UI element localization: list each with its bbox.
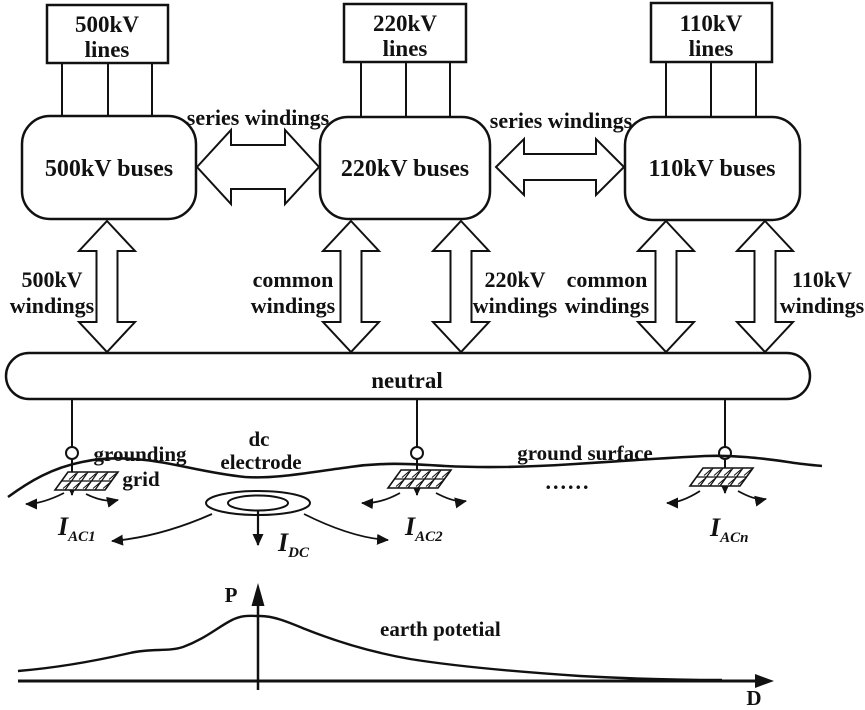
current-arc-grid2-right [435,492,467,509]
current-arc-grid1-right [85,493,119,508]
current-arc-grid3-left [666,490,701,509]
current-iac1-subscript: AC1 [67,529,96,545]
winding-label-common2-line1: common [567,267,648,292]
winding-label-110kv-line2: windings [780,293,865,318]
bus-box-110kv-label: 110kV buses [649,156,776,182]
winding-label-common1-line1: common [253,267,334,292]
lines-box-500kv-label-line1: 500kV [75,12,139,37]
winding-label-common2-line2: windings [565,293,650,318]
grounding-grid-label-line2: grid [122,467,160,491]
bus-box-500kv [20,114,198,221]
series-winding-arrow-220-110 [494,136,626,198]
current-label-idc: IDC [277,528,310,561]
d-axis-arrowhead-icon [755,674,774,688]
lines-box-500kv [45,3,170,65]
winding-label-500kv-line1: 500kV [21,267,82,292]
current-iacn-symbol: I [709,513,721,542]
earth-potential-label: earth potetial [380,617,501,641]
winding-label-220kv-line1: 220kV [484,267,545,292]
ellipsis-label: ...... [546,469,591,494]
ground-surface-label: ground surface [517,441,653,465]
bus-box-220kv [318,115,492,221]
lines-box-500kv-label-line2: lines [85,37,130,62]
earth-potential-curve [17,614,723,682]
series-windings-label-2: series windings [490,108,633,133]
line-connectors-220kv [360,62,451,117]
current-iac1-symbol: I [57,512,69,541]
current-arc-grid2-left [361,492,401,510]
dc-electrode-label-line2: electrode [220,450,301,474]
dc-electrode-inner-ring [227,494,289,512]
lines-box-220kv-label-line1: 220kV [373,11,437,36]
current-arc-grid1-left [25,492,65,510]
winding-label-220kv-line2: windings [473,293,558,318]
series-winding-arrow-500-220 [195,127,321,207]
current-label-iac2: IAC2 [404,512,443,545]
current-iac2-symbol: I [404,512,416,541]
bus-box-220kv-label: 220kV buses [341,156,469,182]
lines-box-110kv-label-line2: lines [689,36,734,61]
lead-terminal-circle-2 [410,446,424,460]
d-axis-label: D [746,686,761,710]
dc-electrode-label-line1: dc [249,427,270,451]
current-arc-grid3-right [737,490,767,507]
line-connectors-110kv [665,62,757,117]
winding-label-110kv-line1: 110kV [792,267,852,292]
current-iac2-subscript: AC2 [414,529,443,545]
current-label-iac1: IAC1 [57,512,96,545]
line-connectors-500kv [61,63,153,116]
current-idc-subscript: DC [287,545,310,561]
neutral-label: neutral [371,368,443,393]
ground-surface-line [7,454,823,499]
bus-box-110kv [623,115,802,222]
p-axis-arrowhead-icon [251,583,265,606]
grounding-grid-label-line1: grounding [94,442,187,466]
dc-current-arc-left [111,513,213,546]
winding-label-500kv-line2: windings [10,293,95,318]
series-windings-label-1: series windings [187,105,330,130]
winding-label-common1-line2: windings [251,293,336,318]
lines-box-220kv [342,2,468,64]
current-iacn-subscript: ACn [719,530,748,546]
lines-box-110kv-label-line1: 110kV [680,11,743,36]
bus-box-500kv-label: 500kV buses [45,156,173,182]
lead-terminal-circle-1 [65,446,79,460]
current-label-iacn: IACn [709,513,748,546]
lines-box-220kv-label-line2: lines [383,36,428,61]
neutral-bar [4,351,812,401]
p-axis-label: P [225,583,238,607]
dc-current-arc-right [303,513,389,545]
current-idc-symbol: I [277,528,289,557]
